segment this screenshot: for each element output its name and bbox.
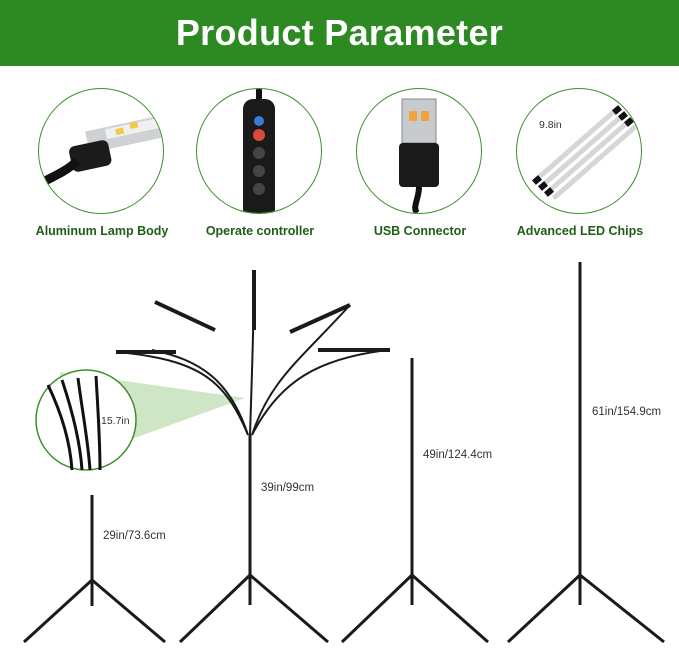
gooseneck-detail-icon — [46, 375, 102, 471]
controller-icon — [196, 88, 322, 214]
usb-connector-icon — [356, 88, 482, 214]
feature-label: Operate controller — [205, 224, 315, 238]
height-label-short: 29in/73.6cm — [103, 530, 166, 542]
gooseneck-length-label: 15.7in — [101, 415, 130, 427]
tripod-stands-illustration — [22, 262, 665, 644]
led-length-label: 9.8in — [539, 119, 562, 131]
stand-with-lamps — [116, 269, 390, 644]
feature-label: Aluminum Lamp Body — [35, 224, 169, 238]
stand-medium — [340, 358, 489, 644]
height-label-39in: 39in/99cm — [261, 482, 315, 494]
gooseneck-detail-circle — [35, 369, 137, 471]
page-title: Product Parameter — [175, 12, 504, 53]
height-label-61in: 61in/154.9cm — [592, 406, 662, 418]
feature-label: Advanced LED Chips — [516, 224, 644, 238]
header-banner: Product Parameter — [0, 0, 679, 66]
height-label-49in: 49in/124.4cm — [423, 449, 493, 461]
aluminum-lamp-icon — [38, 88, 164, 214]
stand-tall — [506, 262, 665, 644]
stand-short — [22, 495, 166, 644]
led-chips-icon: 9.8in — [516, 88, 642, 214]
feature-label: USB Connector — [373, 224, 467, 238]
